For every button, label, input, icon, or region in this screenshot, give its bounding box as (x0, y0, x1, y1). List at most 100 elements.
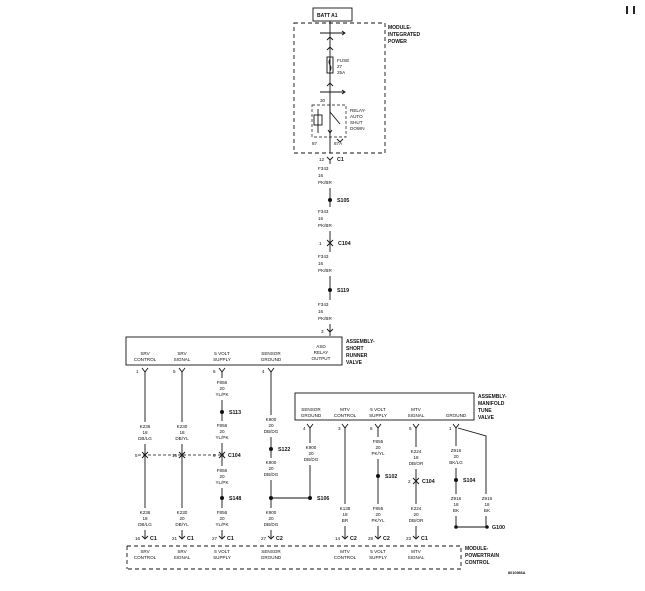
pin-symbol (374, 535, 382, 540)
pcm-pin-row: 16 C1 21 C1 27 C1 27 C2 14 C2 28 C2 23 C… (135, 535, 428, 542)
srv-pin-5: 5 (173, 369, 176, 374)
mtv-pin-5: 5 (409, 426, 412, 431)
arrow-icon (341, 89, 346, 95)
corner-mark-2 (633, 6, 635, 14)
pin-symbol (412, 423, 420, 429)
pcm-pin: 27 (261, 536, 267, 541)
c104-pin: 1 (319, 241, 322, 246)
relay-pin-87a: 87A (334, 141, 343, 146)
connector-symbol (218, 451, 226, 459)
connector-symbol (412, 477, 420, 485)
mtv-label-ground: GROUND (446, 413, 467, 418)
c104-pin-d: 2 (408, 479, 411, 484)
module-integrated-power-border (293, 22, 386, 154)
splice-s102 (376, 474, 380, 478)
c104-pin-b: 16 (172, 453, 178, 458)
splice-s104-label: S104 (463, 478, 475, 484)
fuse-label: FUSE 27 25A (337, 58, 351, 75)
pcm-pin: 23 (406, 536, 412, 541)
c1-pin: 12 (319, 157, 325, 162)
pcm-module-border (127, 545, 462, 570)
fuse-element (328, 58, 332, 72)
pcm-conn: C1 (187, 536, 194, 542)
splice-s122-label: S122 (278, 447, 290, 453)
mtv-pin-4: 4 (303, 426, 306, 431)
relay-coil (313, 114, 323, 126)
pin-symbol (178, 535, 186, 540)
pcm-conn: C2 (350, 536, 357, 542)
splice-s119 (328, 288, 332, 292)
relay-pin-30: 30 (320, 98, 326, 103)
srv-pin-6: 6 (213, 369, 216, 374)
splice-s104 (454, 478, 458, 482)
ground-point (485, 525, 489, 529)
pcm-conn: C2 (383, 536, 390, 542)
pin-symbol (452, 423, 460, 429)
ground-g100-label: G100 (492, 525, 505, 531)
pin-symbol (178, 367, 186, 373)
relay-switch-contact (317, 103, 341, 133)
c104-pin-c: 8 (213, 453, 216, 458)
splice-s119-label: S119 (337, 288, 349, 294)
pin-symbol (374, 423, 382, 429)
pcm-conn: C1 (150, 536, 157, 542)
splice-s106-label: S106 (317, 496, 329, 502)
ground-point (454, 525, 458, 529)
pin-symbol (412, 535, 420, 540)
figure-code: 8010986A (508, 571, 526, 575)
arrow-up-icon (326, 82, 334, 87)
batt-box (312, 7, 353, 22)
pcm-conn: C1 (421, 536, 428, 542)
splice-s122 (269, 447, 273, 451)
module-integrated-power-title: MODULE- INTEGRATED POWER (388, 25, 422, 45)
connector-symbol (326, 156, 334, 161)
pcm-module-title: MODULE- POWERTRAIN CONTROL (465, 546, 501, 566)
splice-s105 (328, 198, 332, 202)
srv-pin-1: 1 (136, 369, 139, 374)
connector-c104-symbol (326, 239, 334, 247)
pcm-conn: C1 (227, 536, 234, 542)
pin-symbol (218, 367, 226, 373)
manifold-tune-valve-box (294, 392, 475, 421)
arrow-icon (341, 30, 346, 36)
relay-pin-87: 87 (312, 141, 318, 146)
relay-contact-marker (327, 129, 333, 134)
splice-s102-label: S102 (385, 474, 397, 480)
pcm-pin: 27 (212, 536, 218, 541)
pin-symbol (267, 367, 275, 373)
fuse-symbol (326, 56, 334, 74)
